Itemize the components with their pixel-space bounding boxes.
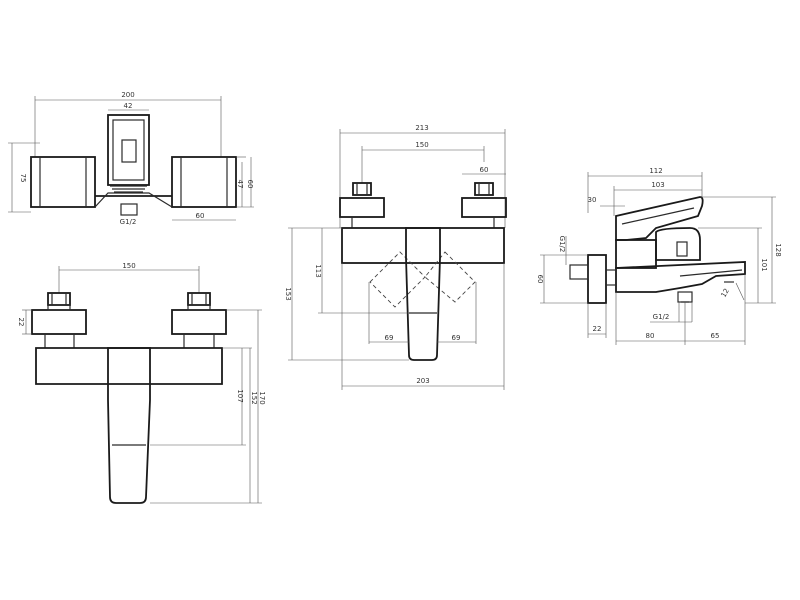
dim-swing-right: 69 xyxy=(452,334,461,342)
dim-side-depth-rear: 80 xyxy=(646,332,655,340)
dim-front-body-b: 170 xyxy=(258,391,266,404)
dim-top-depth-right-a: 47 xyxy=(236,180,244,189)
dim-side-depth-spout: 65 xyxy=(711,332,720,340)
dim-front-lever-height: 107 xyxy=(236,389,244,402)
swing-view: 213 150 60 113 153 xyxy=(284,124,507,390)
front-view: 150 22 107 152 xyxy=(17,262,266,504)
dim-swing-overall-top: 213 xyxy=(415,124,428,132)
dim-top-overall: 200 xyxy=(121,91,134,99)
dim-swing-overall-bottom: 203 xyxy=(416,377,429,385)
dim-swing-nut: 60 xyxy=(480,166,489,174)
dim-top-side-width: 60 xyxy=(196,212,205,220)
dim-top-center: 42 xyxy=(124,102,133,110)
dim-front-centers: 150 xyxy=(122,262,135,270)
dim-side-offset: 30 xyxy=(588,196,597,204)
dim-side-wall-gap: 22 xyxy=(593,325,602,333)
dim-swing-height-b: 153 xyxy=(284,287,292,300)
label-side-inlet-thread: G1/2 xyxy=(558,236,566,253)
dim-side-height-body: 101 xyxy=(760,258,768,271)
dim-swing-left: 69 xyxy=(385,334,394,342)
dim-side-inlet-height: 60 xyxy=(536,275,544,284)
dim-front-body-a: 152 xyxy=(250,391,258,404)
dim-side-depth-total: 112 xyxy=(649,167,662,175)
dim-swing-height-a: 113 xyxy=(314,264,322,277)
label-top-connection: G1/2 xyxy=(120,218,137,226)
side-view: 112 103 30 G1/2 60 xyxy=(536,167,782,345)
top-view: 200 42 G1/2 75 47 60 xyxy=(8,91,254,226)
dim-swing-centers: 150 xyxy=(415,141,428,149)
dim-side-spout-angle: 12 xyxy=(720,287,731,299)
label-side-outlet-thread: G1/2 xyxy=(653,313,670,321)
dim-top-depth-right-b: 60 xyxy=(246,180,254,189)
dim-front-nut-height: 22 xyxy=(17,318,25,327)
dim-side-height-total: 128 xyxy=(774,243,782,256)
dim-top-depth-left: 75 xyxy=(19,174,27,183)
dim-side-depth-body: 103 xyxy=(651,181,664,189)
